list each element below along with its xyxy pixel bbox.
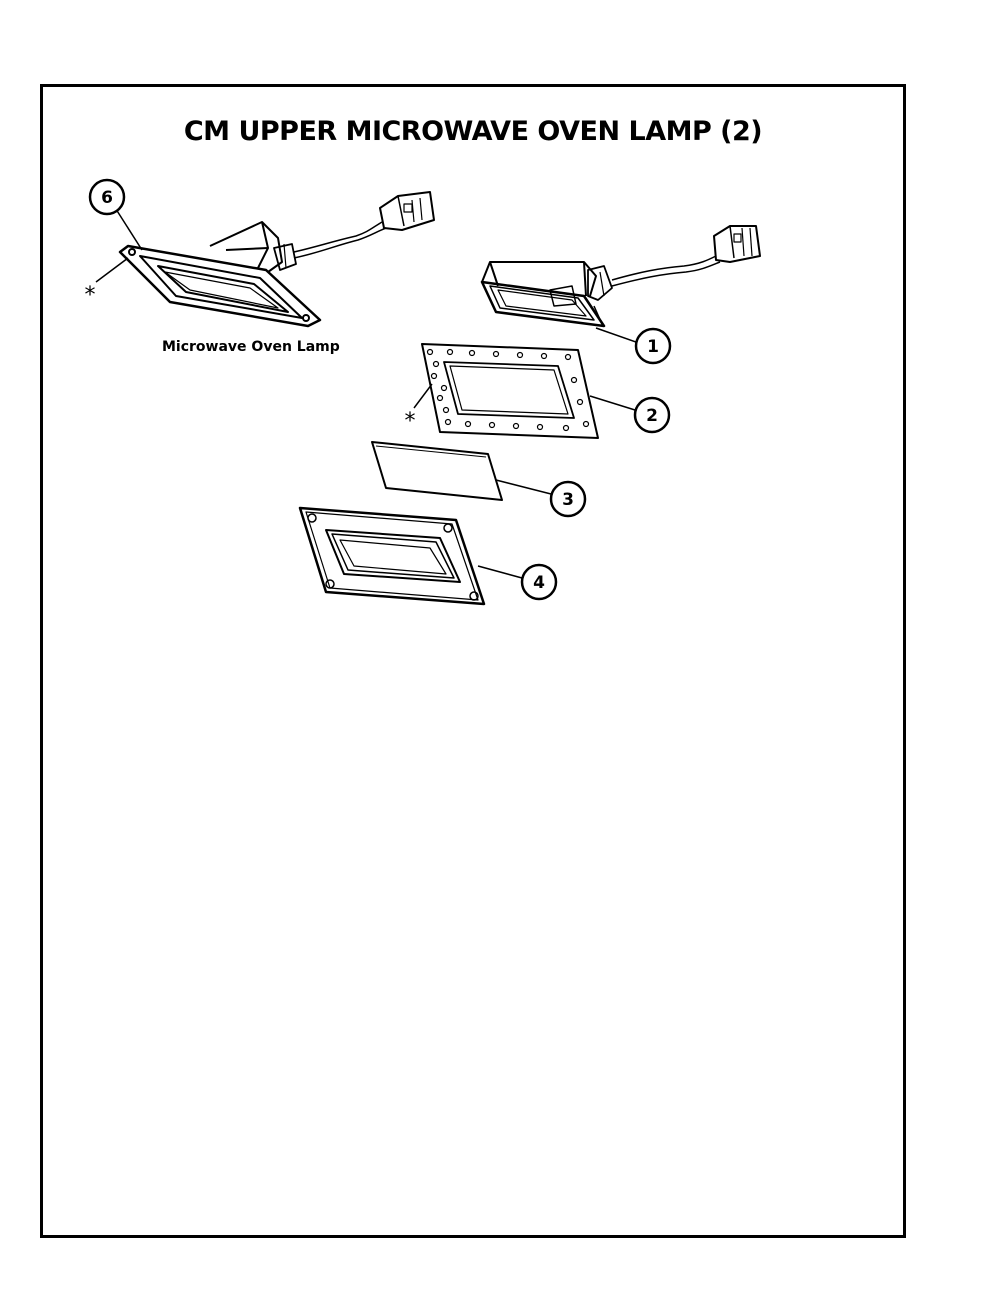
callout-1: 1	[595, 327, 672, 365]
gasket-illustration	[421, 343, 599, 439]
bezel-frame-illustration	[298, 506, 486, 606]
callout-2: 2	[589, 395, 671, 434]
asterisk-marker-6: *	[85, 257, 129, 308]
callout-1-label: 1	[647, 337, 659, 357]
callout-6: 6	[88, 178, 143, 251]
asterisk-label-6: *	[85, 283, 96, 308]
callout-4-label: 4	[533, 573, 545, 593]
callout-2-label: 2	[646, 406, 658, 426]
callout-3: 3	[495, 479, 587, 518]
asterisk-marker-2: *	[405, 383, 433, 434]
page-title: CM UPPER MICROWAVE OVEN LAMP (2)	[183, 116, 763, 147]
callout-6-label: 6	[101, 188, 113, 208]
asterisk-label-2: *	[405, 409, 416, 434]
lamp-housing-illustration	[480, 225, 761, 328]
assembled-lamp-illustration	[118, 191, 435, 328]
callout-3-label: 3	[562, 490, 574, 510]
callout-4: 4	[477, 563, 558, 601]
diagram-frame	[40, 84, 906, 1238]
assembly-caption: Microwave Oven Lamp	[162, 339, 340, 355]
glass-lens-illustration	[371, 441, 503, 501]
